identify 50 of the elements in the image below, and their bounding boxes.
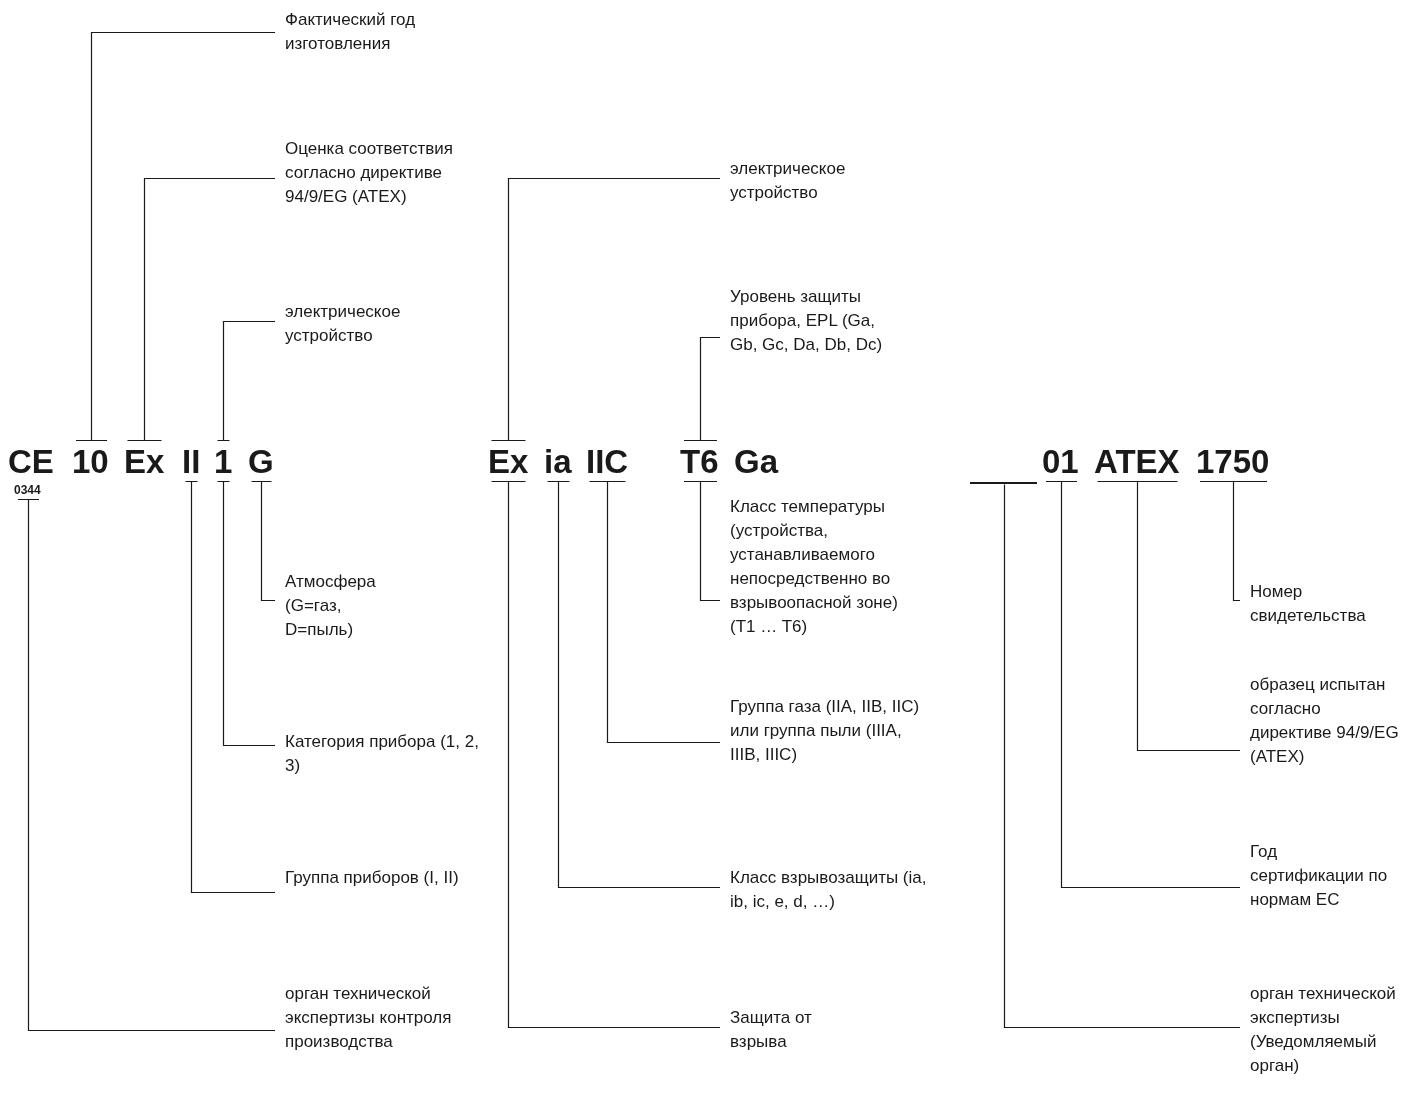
leader-line xyxy=(250,480,276,602)
marking-code: ia xyxy=(544,445,572,478)
leader-line xyxy=(683,336,721,442)
leader-line xyxy=(490,177,721,442)
annotation-text: электрическое устройство xyxy=(275,300,485,348)
marking-code: G xyxy=(248,445,274,478)
annotation-text: Год сертификации по нормам ЕС xyxy=(1240,840,1390,912)
marking-code: Ex xyxy=(124,445,165,478)
leader-line xyxy=(683,480,721,602)
annotation-text: Атмосфера (G=газ, D=пыль) xyxy=(275,570,395,642)
marking-code: 01 xyxy=(1042,445,1079,478)
leader-line xyxy=(490,480,721,1029)
marking-code: IIC xyxy=(586,445,629,478)
marking-code: 10 xyxy=(72,445,109,478)
annotation-text: орган технической экспертизы контроля производства xyxy=(275,982,485,1054)
leader-line xyxy=(1199,480,1268,602)
marking-code: Ex xyxy=(488,445,529,478)
annotation-text: Фактический год изготовления xyxy=(275,8,485,56)
annotation-text: Защита от взрыва xyxy=(720,1006,850,1054)
annotation-text: Класс температуры (устройства, устанавливаемого непосредственно во взрывоопасной зоне) (T1 … T6) xyxy=(720,495,910,639)
leader-line xyxy=(75,31,276,442)
marking-code: T6 xyxy=(680,445,719,478)
marking-code: 1 xyxy=(214,445,233,478)
notified-body-number: 0344 xyxy=(14,484,41,496)
leader-line xyxy=(1003,483,1241,1029)
annotation-text: Номер свидетельства xyxy=(1240,580,1390,628)
annotation-text: Оценка соответствия согласно директиве 94/9/EG (ATEX) xyxy=(275,137,455,209)
leader-line xyxy=(126,177,276,442)
annotation-text: электрическое устройство xyxy=(720,157,930,205)
leader-line xyxy=(588,480,721,744)
annotation-text: орган технической экспертизы (Уведомляемый орган) xyxy=(1240,982,1410,1078)
annotation-text: Уровень защиты прибора, EPL (Ga, Gb, Gc, Da, Db, Dc) xyxy=(720,285,900,357)
leader-line xyxy=(1096,480,1241,752)
leader-line xyxy=(184,480,276,894)
underline-bar xyxy=(970,482,1037,484)
annotation-text: Категория прибора (1, 2, 3) xyxy=(275,730,485,778)
annotation-text: Группа приборов (I, II) xyxy=(275,866,485,890)
leader-line xyxy=(546,480,721,889)
marking-code: CE xyxy=(8,445,54,478)
leader-line xyxy=(216,320,276,442)
annotation-text: Класс взрывозащиты (ia, ib, ic, e, d, …) xyxy=(720,866,930,914)
marking-code: Ga xyxy=(734,445,779,478)
annotation-text: образец испытан согласно директиве 94/9/EG (ATEX) xyxy=(1240,673,1400,769)
marking-code: II xyxy=(182,445,201,478)
leader-line xyxy=(17,498,276,1032)
annotation-text: Группа газа (IIA, IIB, IIC) или группа пыли (IIIA, IIIB, IIIC) xyxy=(720,695,920,767)
leader-line xyxy=(216,480,276,747)
marking-code: ATEX xyxy=(1094,445,1180,478)
marking-code: 1750 xyxy=(1196,445,1270,478)
leader-line xyxy=(1045,480,1241,889)
